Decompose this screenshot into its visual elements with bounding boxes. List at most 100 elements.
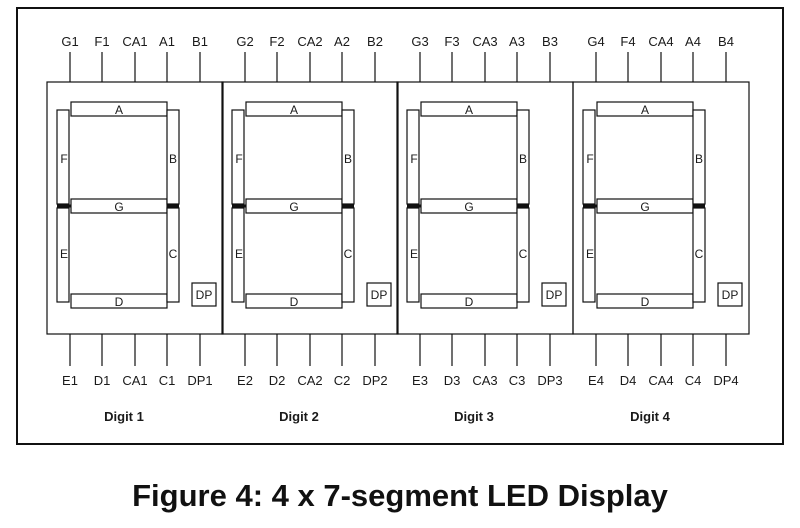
top-pin-label: A1 <box>159 34 175 49</box>
segment-b <box>692 109 706 205</box>
bottom-pin-label: DP4 <box>713 373 738 388</box>
digit-label: Digit 1 <box>104 409 144 424</box>
segment-e-label: E <box>410 247 418 261</box>
segment-g-label: G <box>114 200 123 214</box>
segment-c-label: C <box>519 247 528 261</box>
segment-c <box>166 207 180 303</box>
segment-c-label: C <box>695 247 704 261</box>
segment-e <box>582 207 596 303</box>
top-pin-label: G1 <box>61 34 78 49</box>
segment-e <box>231 207 245 303</box>
segment-f <box>406 109 420 205</box>
segment-f-label: F <box>235 152 242 166</box>
segment-c-label: C <box>169 247 178 261</box>
segment-dp-label: DP <box>722 288 739 302</box>
outer-frame <box>16 7 784 445</box>
segment-g-label: G <box>640 200 649 214</box>
segment-e-label: E <box>235 247 243 261</box>
bottom-pin-label: CA3 <box>472 373 497 388</box>
segment-dp-label: DP <box>546 288 563 302</box>
top-pin-label: G2 <box>236 34 253 49</box>
segment-a <box>70 101 168 117</box>
segment-c <box>516 207 530 303</box>
digit-label: Digit 3 <box>454 409 494 424</box>
segment-d-label: D <box>115 295 124 309</box>
bottom-pin-label: E2 <box>237 373 253 388</box>
top-pin-label: CA1 <box>122 34 147 49</box>
segment-a-label: A <box>641 103 649 117</box>
bottom-pin-label: CA1 <box>122 373 147 388</box>
top-pin-label: F2 <box>269 34 284 49</box>
segment-a-label: A <box>290 103 298 117</box>
segment-e <box>406 207 420 303</box>
segment-g <box>596 198 694 214</box>
bottom-pin-label: CA2 <box>297 373 322 388</box>
segment-g-label: G <box>289 200 298 214</box>
segment-a <box>245 101 343 117</box>
bottom-pin-label: E3 <box>412 373 428 388</box>
top-pin-label: CA4 <box>648 34 673 49</box>
segment-g <box>70 198 168 214</box>
segment-dp-label: DP <box>371 288 388 302</box>
segment-dp <box>366 282 392 307</box>
segment-e-label: E <box>60 247 68 261</box>
segment-g-label: G <box>464 200 473 214</box>
segment-b <box>341 109 355 205</box>
segment-c <box>692 207 706 303</box>
top-pin-label: B2 <box>367 34 383 49</box>
segment-b-label: B <box>695 152 703 166</box>
bottom-pin-label: C2 <box>334 373 351 388</box>
bottom-pin-label: CA4 <box>648 373 673 388</box>
bottom-pin-label: C4 <box>685 373 702 388</box>
bottom-pin-label: C3 <box>509 373 526 388</box>
segment-a-label: A <box>115 103 123 117</box>
segment-e-label: E <box>586 247 594 261</box>
segment-f-label: F <box>586 152 593 166</box>
top-pin-label: F4 <box>620 34 635 49</box>
bottom-pin-label: DP3 <box>537 373 562 388</box>
bottom-pin-label: DP1 <box>187 373 212 388</box>
bottom-pin-label: D2 <box>269 373 286 388</box>
segment-c-label: C <box>344 247 353 261</box>
segment-b <box>516 109 530 205</box>
segment-f-label: F <box>410 152 417 166</box>
segment-b <box>166 109 180 205</box>
top-pin-label: G4 <box>587 34 604 49</box>
top-pin-label: B3 <box>542 34 558 49</box>
figure-caption: Figure 4: 4 x 7-segment LED Display <box>132 478 668 513</box>
top-pin-label: G3 <box>411 34 428 49</box>
segment-f <box>582 109 596 205</box>
segment-dp-label: DP <box>196 288 213 302</box>
digit-label: Digit 2 <box>279 409 319 424</box>
digit-label: Digit 4 <box>630 409 670 424</box>
segment-b-label: B <box>344 152 352 166</box>
segment-b-label: B <box>519 152 527 166</box>
segment-a <box>420 101 518 117</box>
bottom-pin-label: C1 <box>159 373 176 388</box>
segment-dp <box>541 282 567 307</box>
segment-b-label: B <box>169 152 177 166</box>
segment-a <box>596 101 694 117</box>
segment-g <box>420 198 518 214</box>
segment-g <box>245 198 343 214</box>
top-pin-label: A3 <box>509 34 525 49</box>
segment-f <box>56 109 70 205</box>
top-pin-label: CA3 <box>472 34 497 49</box>
segment-f-label: F <box>60 152 67 166</box>
top-pin-label: CA2 <box>297 34 322 49</box>
bottom-pin-label: D4 <box>620 373 637 388</box>
segment-dp <box>717 282 743 307</box>
top-pin-label: B1 <box>192 34 208 49</box>
top-pin-label: A4 <box>685 34 701 49</box>
bottom-pin-label: D3 <box>444 373 461 388</box>
segment-d-label: D <box>641 295 650 309</box>
top-pin-label: F3 <box>444 34 459 49</box>
segment-e <box>56 207 70 303</box>
segment-f <box>231 109 245 205</box>
top-pin-label: B4 <box>718 34 734 49</box>
bottom-pin-label: DP2 <box>362 373 387 388</box>
